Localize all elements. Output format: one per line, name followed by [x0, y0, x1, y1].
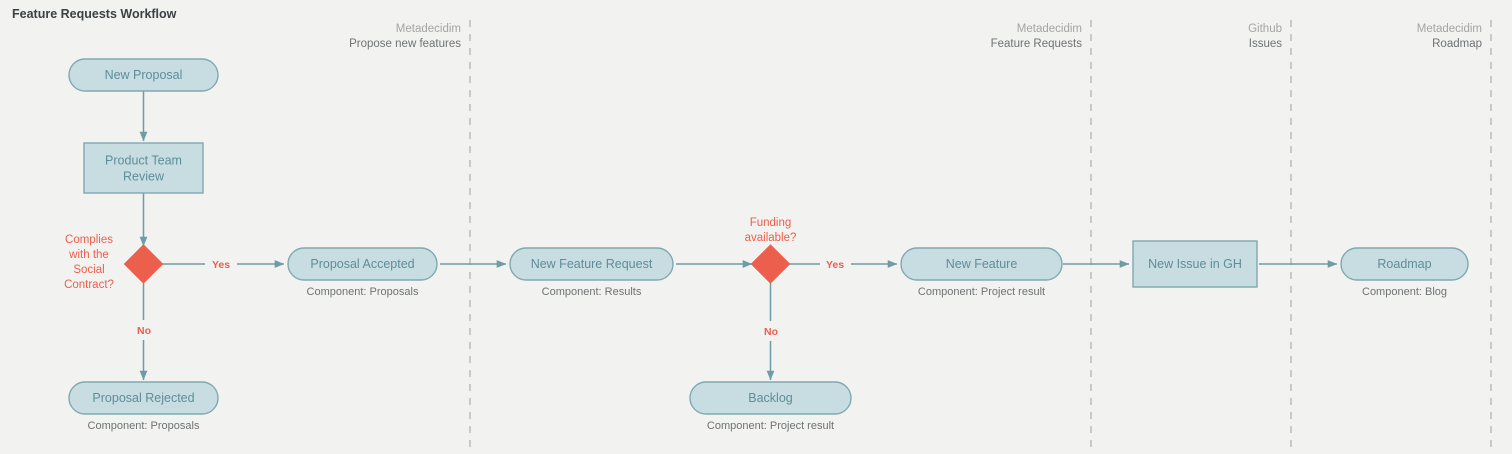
edge-label-no-funding: No: [764, 326, 778, 338]
decision-social-contract[interactable]: Complies with the Social Contract?: [64, 234, 164, 291]
edge-label-bg: [130, 322, 158, 338]
node-new-proposal[interactable]: New Proposal: [68, 58, 219, 92]
edge-label-bg: [205, 256, 237, 272]
edge-label-bg: [757, 323, 785, 339]
decision-label-line2: with the: [68, 249, 109, 261]
lane-space-label: Feature Requests: [991, 38, 1083, 50]
node-component-label: Component: Results: [542, 286, 642, 298]
node-shape-rect[interactable]: [1132, 240, 1258, 288]
node-new-feature[interactable]: New Feature Component: Project result: [900, 247, 1063, 298]
decision-funding-available[interactable]: Funding available?: [745, 217, 797, 284]
edge-label-bg: [820, 256, 850, 272]
lane-org-label: Github: [1248, 23, 1282, 35]
lane-dividers: [469, 20, 1492, 450]
node-label: New Issue in GH: [1148, 257, 1242, 271]
node-component-label: Component: Proposals: [307, 286, 419, 298]
node-shape-pill[interactable]: [509, 247, 674, 281]
edge-labels: Yes No Yes No: [130, 256, 850, 339]
lane-space-label: Roadmap: [1432, 38, 1482, 50]
decision-label-line1: Complies: [65, 234, 113, 246]
node-label: New Feature Request: [531, 257, 653, 271]
lane-header-github-issues: Github Issues: [1248, 23, 1282, 50]
node-shape-pill[interactable]: [689, 381, 852, 415]
node-shape-pill[interactable]: [900, 247, 1063, 281]
node-shape-pill[interactable]: [1340, 247, 1469, 281]
node-shape-pill[interactable]: [68, 58, 219, 92]
node-label: Roadmap: [1377, 257, 1431, 271]
lane-org-label: Metadecidim: [1417, 23, 1482, 35]
edge-label-yes-social-contract: Yes: [212, 259, 230, 271]
node-product-team-review[interactable]: Product Team Review: [83, 142, 204, 194]
decision-label-line3: Social: [73, 264, 104, 276]
node-component-label: Component: Proposals: [88, 420, 200, 432]
decision-label-line4: Contract?: [64, 279, 114, 291]
node-label: New Feature: [946, 257, 1018, 271]
node-label: Proposal Accepted: [310, 257, 414, 271]
page-title: Feature Requests Workflow: [12, 7, 177, 21]
decision-label-line2: available?: [745, 232, 797, 244]
node-proposal-accepted[interactable]: Proposal Accepted Component: Proposals: [287, 247, 438, 298]
lane-header-feature-requests: Metadecidim Feature Requests: [991, 23, 1083, 50]
node-shape-pill[interactable]: [68, 381, 219, 415]
node-shape-pill[interactable]: [287, 247, 438, 281]
lane-header-propose-new-features: Metadecidim Propose new features: [349, 23, 461, 50]
edge-label-no-social-contract: No: [137, 325, 151, 337]
decision-shape-diamond[interactable]: [123, 244, 164, 284]
lane-space-label: Propose new features: [349, 38, 461, 50]
node-label-line2: Review: [123, 169, 165, 183]
decision-shape-diamond[interactable]: [750, 244, 791, 284]
edges: [139, 90, 1338, 381]
lane-header-roadmap: Metadecidim Roadmap: [1417, 23, 1482, 50]
edge-label-yes-funding: Yes: [826, 259, 844, 271]
decision-label-line1: Funding: [750, 217, 792, 229]
node-component-label: Component: Project result: [918, 286, 1045, 298]
node-new-feature-request[interactable]: New Feature Request Component: Results: [509, 247, 674, 298]
node-label: Backlog: [748, 391, 793, 405]
lane-space-label: Issues: [1249, 38, 1282, 50]
node-new-issue-gh[interactable]: New Issue in GH: [1132, 240, 1258, 288]
node-label: New Proposal: [105, 68, 183, 82]
lane-org-label: Metadecidim: [396, 23, 461, 35]
node-component-label: Component: Project result: [707, 420, 834, 432]
node-backlog[interactable]: Backlog Component: Project result: [689, 381, 852, 432]
node-label: Proposal Rejected: [92, 391, 194, 405]
node-shape-rect[interactable]: [83, 142, 204, 194]
node-roadmap[interactable]: Roadmap Component: Blog: [1340, 247, 1469, 298]
node-proposal-rejected[interactable]: Proposal Rejected Component: Proposals: [68, 381, 219, 432]
node-label-line1: Product Team: [105, 153, 182, 167]
node-component-label: Component: Blog: [1362, 286, 1447, 298]
lane-org-label: Metadecidim: [1017, 23, 1082, 35]
